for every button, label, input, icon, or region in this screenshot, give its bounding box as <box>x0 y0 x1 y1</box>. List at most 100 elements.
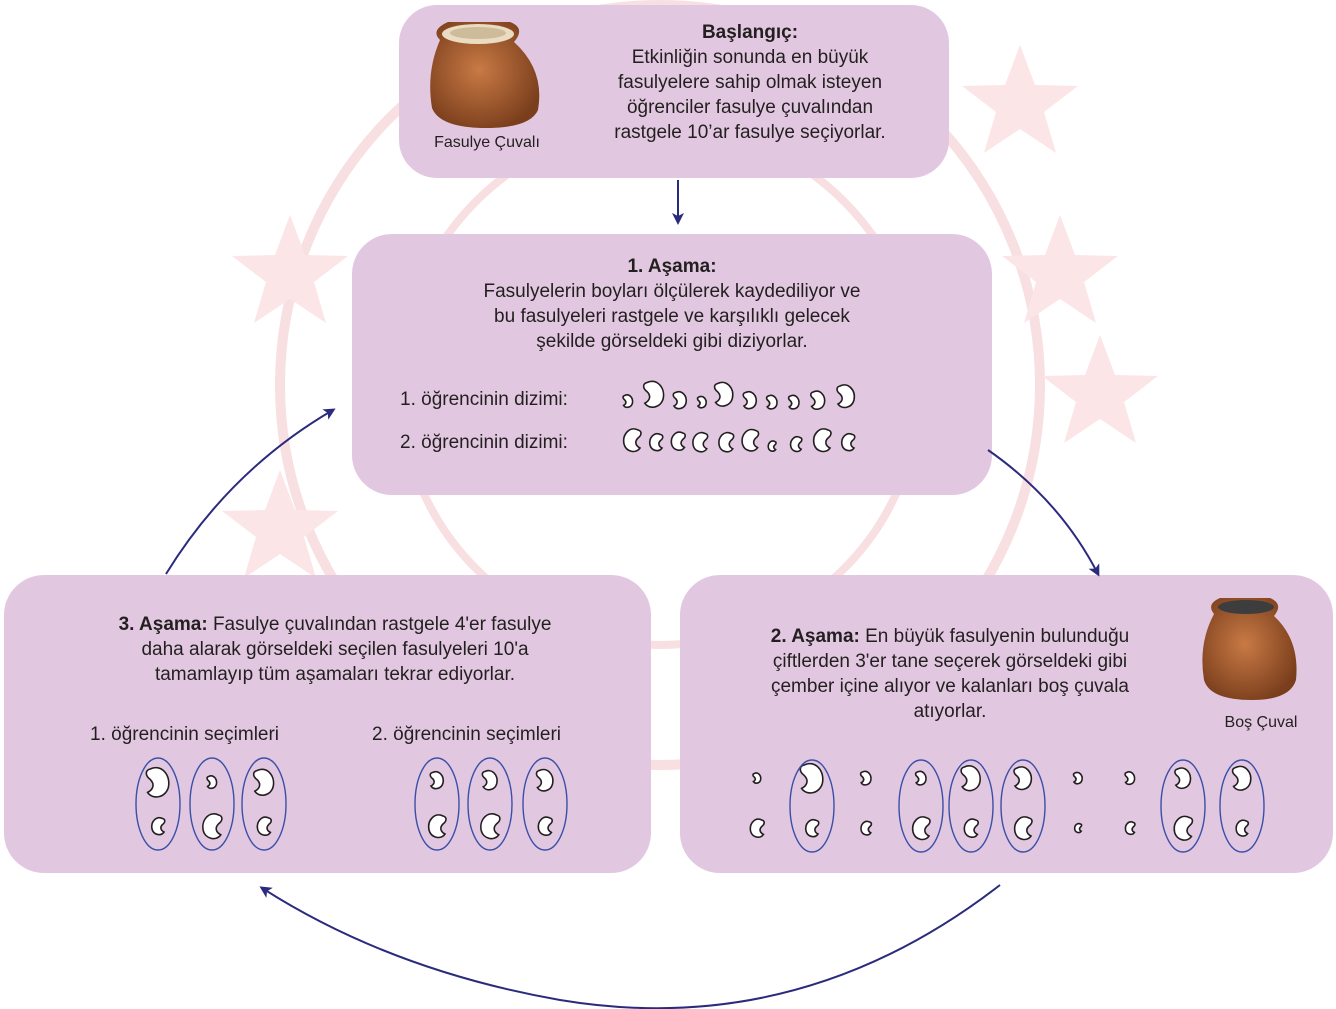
bean-icon <box>911 816 931 841</box>
empty-sack-icon <box>1202 598 1297 700</box>
bean-icon <box>1013 766 1033 791</box>
choice2-label: 2. öğrencinin seçimleri <box>372 724 562 745</box>
arrow-stage1-to-stage2 <box>987 449 1100 577</box>
arrow-stage2-to-stage3 <box>259 884 1001 1009</box>
start-title: Başlangıç: <box>701 22 799 43</box>
selection-oval <box>414 757 460 851</box>
stage2-line: atıyorlar. <box>913 701 987 722</box>
bean-icon <box>670 431 686 451</box>
bean-icon <box>1073 822 1083 834</box>
bean-icon <box>804 818 820 838</box>
stage3-line: tamamlayıp tüm aşamaları tekrar ediyorla… <box>154 664 516 685</box>
bean-icon <box>480 813 501 840</box>
stage2-line: çember içine alıyor ve kalanları boş çuv… <box>770 676 1129 697</box>
bean-icon <box>256 816 272 836</box>
bean-icon <box>1013 816 1033 841</box>
bean-icon <box>252 768 275 796</box>
start-line: öğrenciler fasulye çuvalından <box>626 97 874 118</box>
bean-sack-icon <box>430 22 540 128</box>
bean-icon <box>742 390 758 410</box>
stage2-text: 2. Aşama: En büyük fasulyenin bulunduğu … <box>700 624 1200 724</box>
selection-oval <box>135 757 181 851</box>
bean-icon <box>692 431 709 453</box>
bean-icon <box>812 428 832 453</box>
bean-layer <box>145 380 1252 841</box>
bean-icon <box>622 428 642 453</box>
bean-icon <box>1124 821 1136 836</box>
bean-icon <box>752 772 762 784</box>
bean-icon <box>429 770 445 790</box>
selection-oval <box>467 757 513 851</box>
bean-icon <box>860 820 873 836</box>
choice1-label: 1. öğrencinin seçimleri <box>90 724 280 745</box>
selection-oval <box>522 757 568 851</box>
row2-label: 2. öğrencinin dizimi: <box>400 432 568 453</box>
stage3-title: 3. Aşama: <box>118 614 208 635</box>
start-text: Başlangıç: Etkinliğin sonunda en büyük f… <box>560 20 940 145</box>
bean-icon <box>810 390 826 410</box>
bean-icon <box>767 440 777 452</box>
bean-icon <box>799 762 824 794</box>
stage1-line: şekilde görseldeki gibi diziyorlar. <box>536 331 808 352</box>
bean-icon <box>765 394 778 410</box>
bean-icon <box>1231 765 1252 791</box>
bean-icon <box>713 381 734 407</box>
bean-icon <box>206 775 218 790</box>
bean-sack-label: Fasulye Çuvalı <box>434 134 540 151</box>
bean-icon <box>741 428 760 452</box>
stage1-line: Fasulyelerin boyları ölçülerek kaydedili… <box>483 281 861 302</box>
stage3-line-first: 3. Aşama: Fasulye çuvalından rastgele 4'… <box>40 612 630 637</box>
bean-icon <box>914 770 927 786</box>
bean-icon <box>648 432 664 452</box>
selection-oval <box>1160 759 1206 853</box>
bean-icon <box>840 432 856 452</box>
bean-icon <box>859 770 872 786</box>
stage2-title: 2. Aşama: <box>770 626 860 647</box>
bean-icon <box>696 395 707 409</box>
bean-icon <box>1072 771 1083 785</box>
arrow-stage3-to-stage1 <box>165 408 336 575</box>
stage1-box <box>352 234 992 495</box>
selection-oval <box>241 757 287 851</box>
bean-icon <box>963 818 979 838</box>
bean-icon <box>836 384 856 409</box>
stage2-line-first: 2. Aşama: En büyük fasulyenin bulunduğu <box>700 624 1200 649</box>
bean-icon <box>481 769 498 791</box>
stage3-line: Fasulye çuvalından rastgele 4'er fasulye <box>212 614 552 635</box>
selection-oval <box>1000 759 1046 853</box>
stage2-line: çiftlerden 3'er tane seçerek görseldeki … <box>772 651 1128 672</box>
bean-icon <box>789 436 803 453</box>
selection-oval <box>898 759 944 853</box>
start-line: fasulyelere sahip olmak isteyen <box>617 72 883 93</box>
selection-oval <box>189 757 235 851</box>
empty-sack-label: Boş Çuval <box>1224 714 1298 731</box>
stage3-line: daha alarak görseldeki seçilen fasulyele… <box>141 639 529 660</box>
bean-icon <box>1173 815 1194 841</box>
start-line: Etkinliğin sonunda en büyük <box>631 47 869 68</box>
stage1-title: 1. Aşama: <box>627 256 717 277</box>
bean-icon <box>1174 767 1192 790</box>
bean-icon <box>537 816 553 836</box>
bean-icon <box>535 768 554 792</box>
stage2-line: En büyük fasulyenin bulunduğu <box>865 626 1130 647</box>
selection-oval <box>948 759 994 853</box>
bean-icon <box>749 818 765 838</box>
selection-oval <box>1219 759 1265 853</box>
bean-icon <box>1124 771 1136 786</box>
bean-icon <box>1235 819 1250 837</box>
stage3-text: 3. Aşama: Fasulye çuvalından rastgele 4'… <box>40 612 630 687</box>
bean-icon <box>642 380 665 408</box>
bean-icon <box>427 814 447 839</box>
bean-icon <box>960 765 981 792</box>
bean-icon <box>202 813 223 840</box>
bean-icon <box>718 431 735 453</box>
selection-oval <box>789 759 835 853</box>
row1-label: 1. öğrencinin dizimi: <box>400 389 568 410</box>
stage1-line: bu fasulyeleri rastgele ve karşılıklı ge… <box>494 306 850 327</box>
oval-layer <box>135 757 1265 853</box>
bean-icon <box>622 394 634 409</box>
bean-icon <box>145 766 170 798</box>
bean-icon <box>787 394 800 410</box>
stage1-text: 1. Aşama: Fasulyelerin boyları ölçülerek… <box>372 254 972 354</box>
